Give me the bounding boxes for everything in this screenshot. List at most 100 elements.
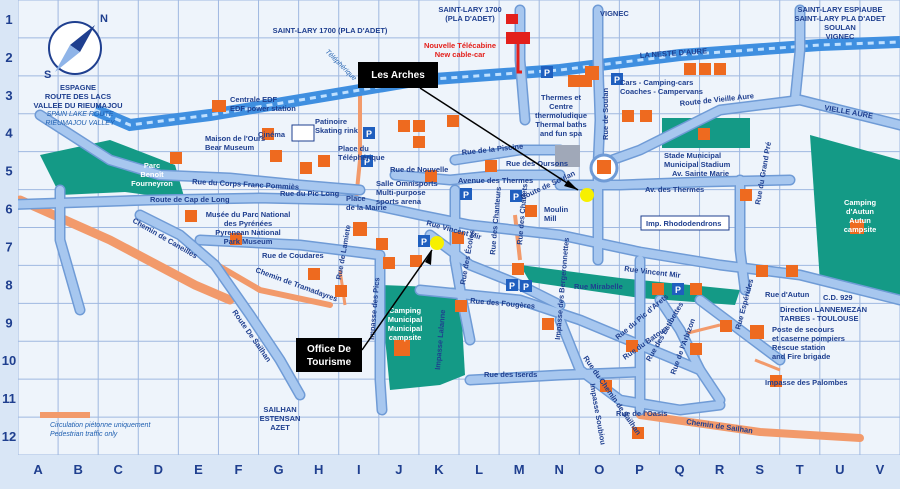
street-route-cap-long: Route de Cap de Long (150, 195, 230, 204)
place-place-mairie-line: Place (346, 194, 366, 203)
row-strip (0, 0, 18, 455)
icon-12 (425, 170, 437, 182)
icon-2 (413, 120, 425, 132)
marker-les-arches[interactable] (580, 188, 594, 202)
street-rue-iserds: Rue des Iserds (484, 370, 537, 379)
parking-icon-7 (520, 280, 532, 292)
parking-letter: P (523, 282, 529, 292)
place-poste-secours-line: and Fire brigade (772, 352, 830, 361)
parking-letter: P (513, 192, 519, 202)
parking-icon-1 (541, 66, 553, 78)
place-imp-rhodo: Imp. Rhododendrons (646, 219, 721, 228)
place-place-mairie-line: de la Mairie (346, 203, 387, 212)
place-musee-parc-line: Musée du Parc National (206, 210, 291, 219)
icon-cinema (262, 128, 274, 140)
place-edf-line: EDF power station (230, 104, 296, 113)
icon-phone-5 (308, 268, 320, 280)
parc-benoit-area (40, 140, 185, 200)
street-avenue-thermes: Avenue des Thermes (458, 176, 533, 185)
place-saint-lary-1700-top: SAINT-LARY 1700(PLA D'ADET) (438, 5, 501, 23)
icon-camping-autun (850, 220, 864, 234)
column-label-l: L (475, 462, 483, 477)
place-espagne-line: ROUTE DES LACS (45, 92, 111, 101)
place-spain-line: RIEUMAJOU VALLEY (45, 120, 116, 127)
place-pedestrian-line: Circulation piétonne uniquement (50, 422, 151, 429)
place-cinema-line: Cinéma (258, 130, 286, 139)
green-strip (520, 265, 740, 305)
parking-letter: P (614, 75, 620, 85)
place-camping-municipal-line: campsite (389, 333, 422, 342)
place-thermes-line: Thermes et (541, 93, 582, 102)
row-label-3: 3 (5, 88, 12, 103)
column-label-j: J (395, 462, 402, 477)
icon-phone-6 (652, 283, 664, 295)
street-impasse-palombes: Impasse des Palombes (765, 378, 848, 387)
column-label-i: I (357, 462, 361, 477)
parking-letter: P (421, 237, 427, 247)
callout-les-arches[interactable]: Les Arches (358, 62, 438, 88)
callout-office-tourisme[interactable]: Office De Tourisme (296, 338, 362, 372)
camping-municipal-area (380, 285, 465, 390)
place-camping-municipal-line: Camping (389, 306, 422, 315)
parking-icon-3 (361, 155, 373, 167)
icon-6 (335, 285, 347, 297)
place-salle-omni-line: sports arena (376, 197, 422, 206)
compass-south-label: S (44, 69, 51, 81)
place-pedestrian-line: Pedestrian traffic only (50, 431, 118, 438)
icon-8 (383, 257, 395, 269)
street-rue-pic-long: Rue du Pic Long (280, 189, 340, 198)
icon-16 (690, 343, 702, 355)
pedestrian-path-5 (754, 358, 781, 372)
icon-stade (698, 128, 710, 140)
place-saint-lary-1700-line: SAINT-LARY 1700 (PLA D'ADET) (273, 26, 388, 35)
place-thermes-line: thermoludique (535, 111, 587, 120)
place-pedestrian: Circulation piétonne uniquementPedestria… (50, 422, 151, 438)
place-sailhan-line: AZET (270, 423, 290, 432)
marker-office-tourisme[interactable] (430, 236, 444, 250)
parking-icon-2 (363, 127, 375, 139)
row-label-12: 12 (2, 429, 16, 444)
icon-tourisme (410, 255, 422, 267)
row-label-11: 11 (2, 391, 16, 406)
icon-13 (690, 283, 702, 295)
parking-icon-5 (418, 235, 430, 247)
telecabine-station (506, 32, 530, 44)
place-espiaube-line: VIGNEC (826, 32, 855, 41)
icon-parc (170, 152, 182, 164)
place-camping-autun-line: Autun (849, 216, 871, 225)
place-telecabine-line: New cable-car (435, 50, 486, 59)
place-vignec-top: VIGNEC (600, 9, 629, 18)
street-rue-autun: Rue d'Autun (765, 290, 810, 299)
column-label-e: E (194, 462, 203, 477)
column-label-m: M (514, 462, 525, 477)
compass: N S (44, 13, 108, 81)
place-cinema: Cinéma (258, 130, 286, 139)
place-stade-line: Stade Municipal (664, 151, 721, 160)
camping-autun-area (810, 135, 900, 300)
cable-car-icon (506, 14, 518, 24)
icon-ours (270, 150, 282, 162)
building-thermes (555, 145, 580, 167)
place-espagne-line: ESPAGNE (60, 83, 96, 92)
place-lannemezan-line: TARBES - TOULOUSE (780, 314, 858, 323)
icon-toilet (699, 63, 711, 75)
icon-11 (542, 318, 554, 330)
parking-icons (361, 66, 684, 295)
row-label-5: 5 (5, 164, 12, 179)
icon-phone-8 (786, 265, 798, 277)
compass-south-arrow (55, 45, 80, 72)
place-parc-benoit-line: Benoît (140, 170, 164, 179)
